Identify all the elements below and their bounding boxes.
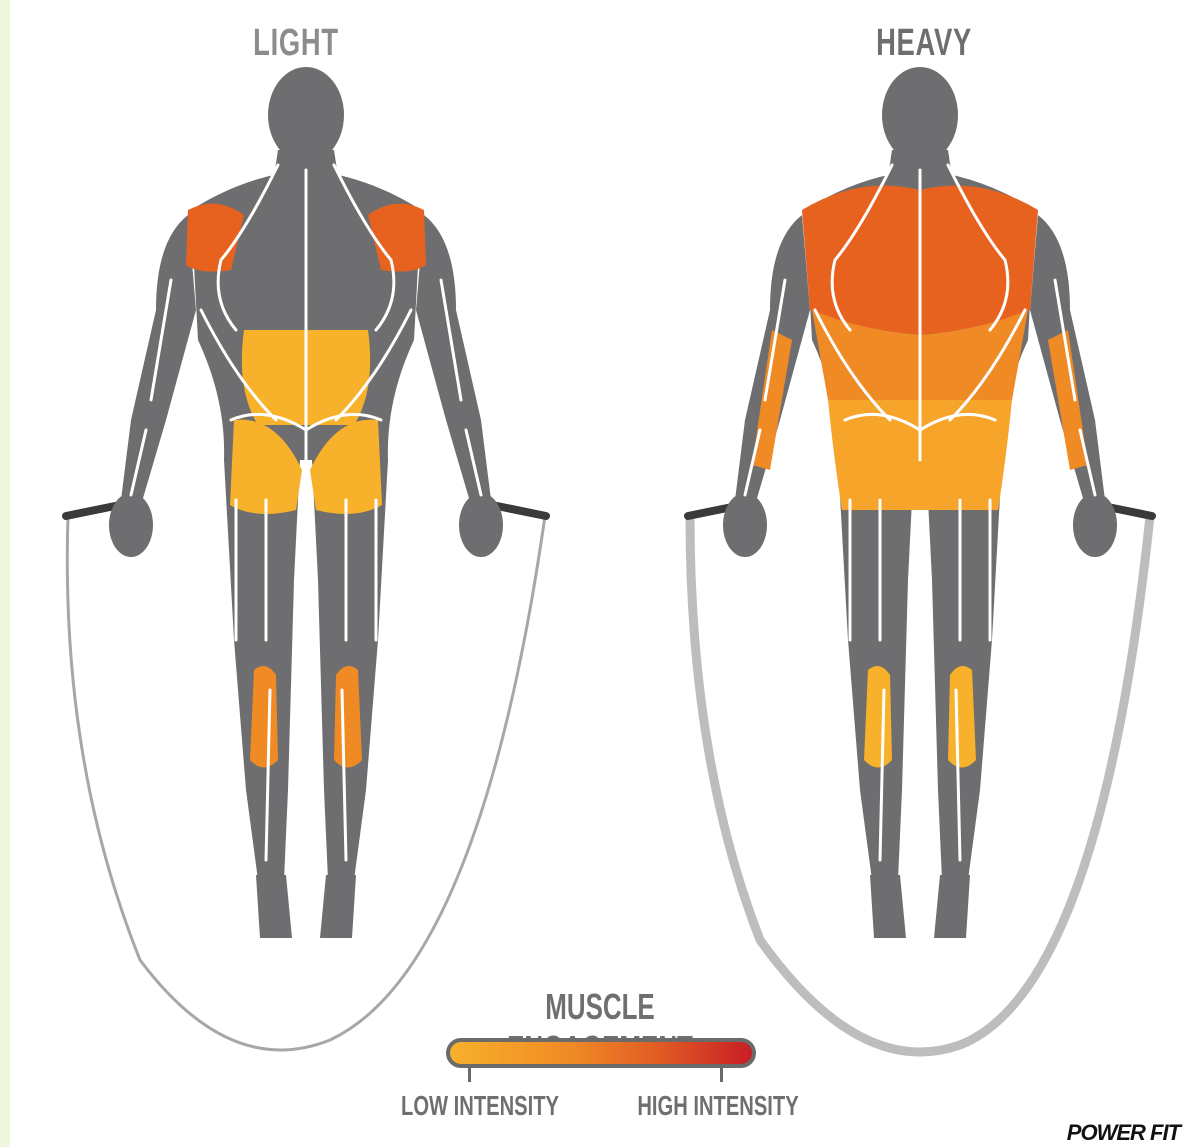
light-figure	[109, 67, 503, 938]
high-intensity-tick	[720, 1068, 723, 1082]
light-right-calf	[334, 666, 362, 768]
heavy-right-calf	[948, 666, 976, 768]
intensity-gradient-bar	[446, 1038, 756, 1068]
high-intensity-label: HIGH INTENSITY	[632, 1090, 805, 1122]
heavy-left-calf	[864, 666, 892, 768]
brand-logo: POWER FIT	[1067, 1120, 1180, 1146]
light-rope	[66, 505, 546, 1050]
light-left-calf	[250, 666, 278, 768]
heavy-rope	[688, 505, 1152, 1052]
heavy-figure	[723, 67, 1117, 938]
low-intensity-label: LOW INTENSITY	[394, 1090, 567, 1122]
low-intensity-tick	[468, 1068, 471, 1082]
